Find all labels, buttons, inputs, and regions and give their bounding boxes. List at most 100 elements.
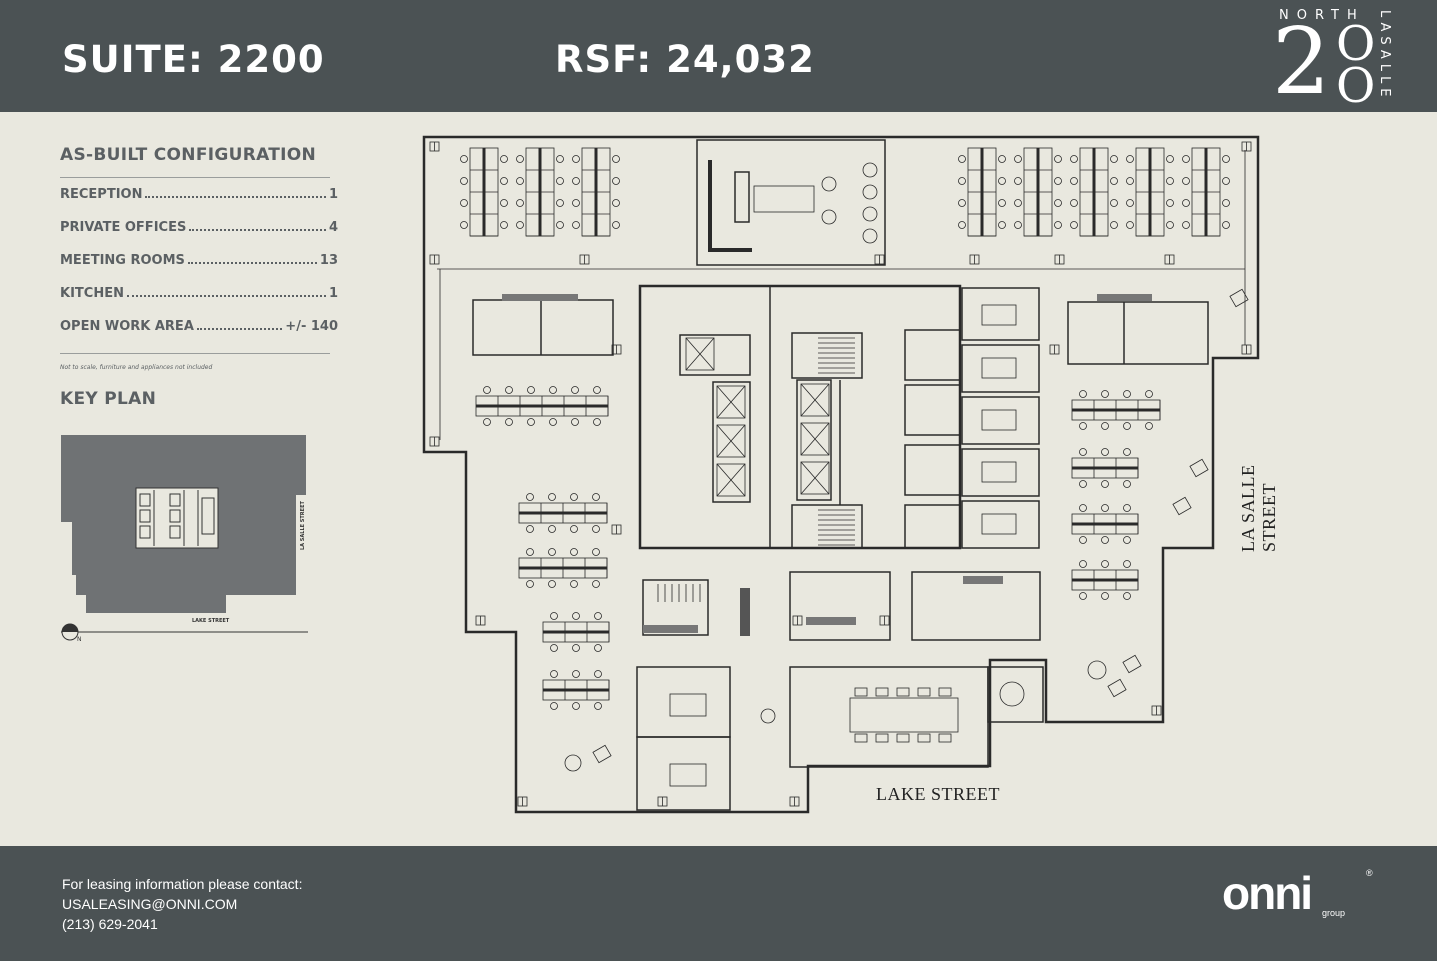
chair	[1101, 504, 1109, 512]
chair	[570, 525, 578, 533]
north-label: N	[77, 636, 82, 643]
chair	[483, 418, 491, 426]
keyplan-lasalle-street: LA SALLE STREET	[300, 501, 306, 550]
chair	[1145, 390, 1153, 398]
meeting-table	[669, 763, 707, 787]
chair	[550, 702, 558, 710]
chair	[550, 612, 558, 620]
contact-intro: For leasing information please contact:	[62, 876, 303, 892]
lounge-chair	[592, 744, 612, 764]
chair	[500, 199, 508, 207]
registered-mark: ®	[1366, 868, 1373, 878]
round-table	[862, 228, 878, 244]
chair	[1079, 480, 1087, 488]
chair	[875, 733, 889, 743]
chair	[572, 702, 580, 710]
chair	[612, 221, 620, 229]
chair	[1126, 177, 1134, 185]
chair	[854, 687, 868, 697]
chair	[1166, 199, 1174, 207]
chair	[1123, 448, 1131, 456]
floor-plan-walls	[422, 135, 1260, 814]
chair	[1101, 480, 1109, 488]
chair	[572, 177, 580, 185]
chair	[593, 386, 601, 394]
elevator-car	[800, 383, 830, 417]
chair	[570, 548, 578, 556]
chair	[516, 177, 524, 185]
chair	[594, 644, 602, 652]
chair	[1166, 177, 1174, 185]
round-table	[821, 209, 837, 225]
chair	[505, 418, 513, 426]
lounge-chair	[1172, 496, 1192, 516]
chair	[1014, 221, 1022, 229]
chair	[958, 221, 966, 229]
chair	[1182, 221, 1190, 229]
chair	[1079, 504, 1087, 512]
contact-email[interactable]: USALEASING@ONNI.COM	[62, 896, 238, 912]
boardroom-table	[849, 697, 959, 733]
chair	[592, 580, 600, 588]
chair	[1182, 177, 1190, 185]
private-office	[961, 344, 1040, 393]
chair	[505, 386, 513, 394]
chair	[1123, 560, 1131, 568]
elevator-car	[800, 461, 830, 495]
brand-logo-2: 2	[1272, 8, 1331, 115]
chair	[1166, 221, 1174, 229]
round-table	[821, 176, 837, 192]
chair	[570, 493, 578, 501]
contact-block: For leasing information please contact: …	[62, 874, 302, 934]
plan-lasalle-street: LA SALLE STREET	[1238, 464, 1279, 553]
config-list: RECEPTION 1 PRIVATE OFFICES 4 MEETING RO…	[60, 186, 338, 351]
elevator-car	[685, 337, 715, 371]
config-item-value: +/- 140	[285, 319, 338, 334]
chair	[1014, 177, 1022, 185]
chair	[549, 386, 557, 394]
chair	[1222, 199, 1230, 207]
header-band: SUITE: 2200 RSF: 24,032 NORTH LASALLE 2 …	[0, 0, 1437, 112]
round-table	[760, 708, 776, 724]
chair	[460, 199, 468, 207]
leader-dots	[126, 285, 326, 297]
chair	[938, 733, 952, 743]
chair	[1079, 448, 1087, 456]
brand-logo-o-bottom: O	[1336, 58, 1376, 114]
elevator-x	[800, 422, 830, 456]
chair	[556, 177, 564, 185]
chair	[460, 155, 468, 163]
chair	[1054, 155, 1062, 163]
contact-phone[interactable]: (213) 629-2041	[62, 916, 158, 932]
office-table	[981, 357, 1017, 379]
brand-logo-o-top: O	[1336, 16, 1376, 72]
chair	[917, 687, 931, 697]
reception-area	[696, 139, 886, 266]
chair	[896, 733, 910, 743]
config-item-label: RECEPTION	[60, 187, 143, 202]
chair	[527, 386, 535, 394]
key-plan-map: LAKE STREET LA SALLE STREET N	[61, 435, 308, 643]
chair	[1123, 390, 1131, 398]
office-table	[981, 304, 1017, 326]
chair	[460, 221, 468, 229]
chair	[612, 155, 620, 163]
furniture-layer	[429, 141, 1252, 807]
config-item-value: 4	[328, 220, 338, 235]
chair	[1101, 448, 1109, 456]
rsf-value: RSF: 24,032	[555, 38, 815, 81]
elevator-x	[685, 337, 715, 371]
chair	[516, 199, 524, 207]
chair	[1145, 422, 1153, 430]
kitchen	[789, 571, 891, 641]
chair	[1054, 199, 1062, 207]
chair	[572, 644, 580, 652]
chair	[571, 418, 579, 426]
private-office	[961, 500, 1040, 549]
chair	[526, 493, 534, 501]
private-office	[961, 448, 1040, 497]
chair	[571, 386, 579, 394]
chair	[998, 199, 1006, 207]
chair	[592, 493, 600, 501]
